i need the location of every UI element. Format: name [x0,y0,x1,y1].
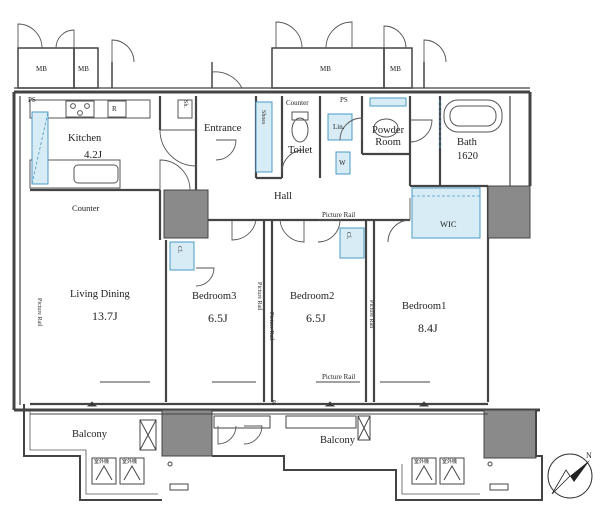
picture-rail-label: Picture Rail [322,211,356,219]
picture-rail-label: Picture Rail [268,312,274,341]
counter-label: Counter [72,203,100,213]
shelf-label: Sh. [182,100,188,108]
compass-icon [547,453,593,499]
balcony-inner [29,410,480,495]
picture-rail-label: Picture Rail [256,282,262,311]
closet-label: Cl. [345,232,351,240]
balcony-doors [217,425,263,445]
balcony-name: Balcony [320,435,355,446]
closet-label: Cl. [176,246,182,254]
compass-north-label: N [586,451,592,460]
storage-dashes [412,100,480,197]
interior-walls [30,96,490,406]
wic-name: WIC [440,219,457,229]
balcony-outline [23,404,543,501]
kitchen-storage [31,111,49,185]
powder-room-name: Powder Room [372,125,405,149]
bedroom2-name: Bedroom2 [290,291,335,302]
fixtures [291,99,503,143]
bath-size: 1620 [457,151,478,162]
bedroom1-name: Bedroom1 [402,301,447,312]
linen-label: Lin. [333,123,345,131]
bedroom3-area: 6.5J [208,311,228,325]
picture-rail-label: Picture Rail [322,373,356,381]
counter-label: Counter [286,99,309,107]
ps-label: PS [340,96,348,104]
picture-rail-label: Picture Rail [36,298,42,327]
balcony-name: Balcony [72,429,107,440]
window-band [30,409,488,451]
washer-label: W [339,159,346,167]
top-doors [17,21,447,89]
toilet-name: Toilet [288,145,313,156]
outdoor-unit-label: 室外機 [122,460,138,465]
kitchen-counter [29,99,193,189]
living-dining-name: Living Dining [70,289,130,300]
interior-doors [159,117,433,287]
outdoor-unit-label: 室外機 [414,460,430,465]
bedroom3-name: Bedroom3 [192,291,237,302]
shoes-label: Shoes [260,110,266,125]
mb-label: MB [320,65,331,73]
bedroom2-area: 6.5J [306,311,326,325]
outdoor-unit-label: 室外機 [94,460,110,465]
mb-label: MB [36,65,47,73]
bedroom1-area: 8.4J [418,321,438,335]
mb-label: MB [78,65,89,73]
columns [161,185,537,459]
kitchen-area: 4.2J [84,149,103,161]
outdoor-units [91,457,509,491]
mb-label: MB [390,65,401,73]
ps-label: PS [28,96,36,104]
outdoor-unit-label: 室外機 [442,460,458,465]
kitchen-name: Kitchen [68,133,102,144]
pipe-label: P [272,399,276,407]
bath-name: Bath [457,137,477,148]
refrigerator-label: R [112,105,117,113]
window-markers [86,381,430,407]
entrance-name: Entrance [204,123,242,134]
picture-rail-label: Picture Rail [368,300,374,329]
living-dining-area: 13.7J [92,309,118,323]
hall-name: Hall [274,191,293,202]
